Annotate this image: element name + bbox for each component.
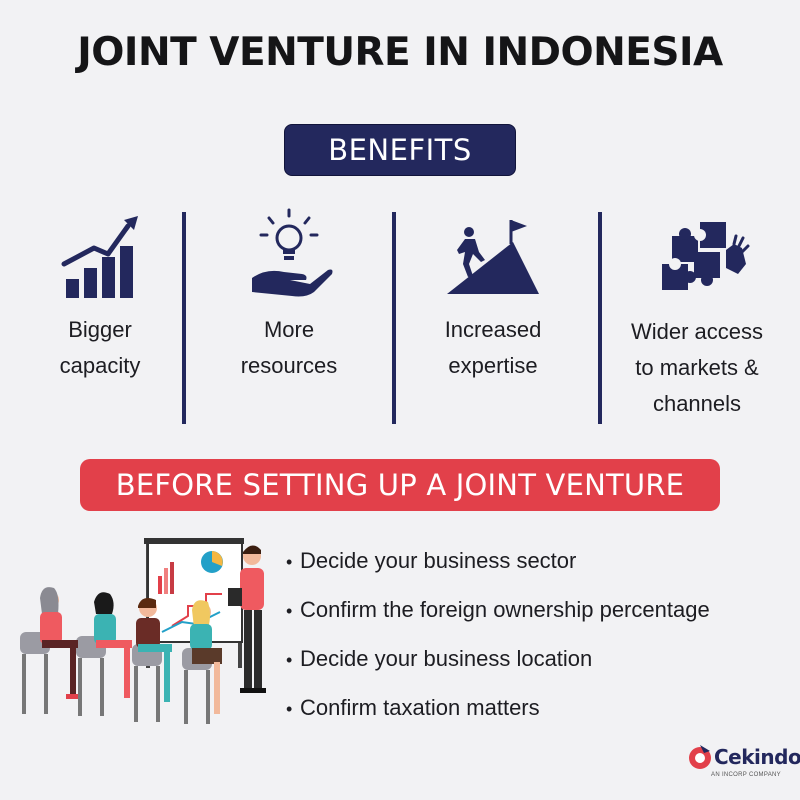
puzzle-pieces-icon	[662, 222, 750, 290]
checklist-item: • Decide your business location	[286, 635, 710, 684]
benefit-increased-expertise: Increased expertise	[413, 208, 573, 423]
benefit-label-line: capacity	[59, 353, 141, 378]
checklist-item-text: Confirm the foreign ownership percentage	[300, 597, 710, 622]
benefit-label-line: channels	[652, 391, 742, 416]
checklist-item: • Confirm taxation matters	[286, 684, 710, 733]
benefit-label-line: to markets &	[635, 355, 759, 380]
benefits-heading: BENEFITS	[284, 124, 516, 176]
checklist: • Decide your business sector • Confirm th…	[286, 537, 710, 733]
benefit-more-resources: More resources	[209, 208, 369, 423]
lightbulb-hand-icon	[252, 208, 333, 297]
benefit-label-line: More	[263, 317, 315, 342]
checklist-item: • Decide your business sector	[286, 537, 710, 586]
logo-mark-icon	[689, 745, 711, 769]
column-divider	[598, 212, 602, 424]
business-presentation-illustration	[12, 536, 282, 741]
checklist-item-text: Decide your business sector	[300, 548, 577, 573]
benefit-label-line: Wider access	[630, 319, 764, 344]
bullet: •	[286, 650, 293, 670]
checklist-item-text: Decide your business location	[300, 646, 593, 671]
benefit-label-line: expertise	[448, 353, 538, 378]
page-title: JOINT VENTURE IN INDONESIA	[77, 30, 723, 75]
checklist-item: • Confirm the foreign ownership percentag…	[286, 586, 710, 635]
benefit-bigger-capacity: Bigger capacity	[20, 208, 180, 423]
benefit-label-line: Increased	[444, 317, 542, 342]
mountain-climber-icon	[447, 220, 539, 294]
logo-tagline: AN INCORP COMPANY	[711, 772, 781, 778]
cekindo-logo: Cekindo AN INCORP COMPANY	[688, 743, 800, 791]
column-divider	[182, 212, 186, 424]
benefit-label-line: Bigger	[68, 317, 132, 342]
benefit-wider-access: Wider access to markets & channels	[617, 208, 777, 423]
bullet: •	[286, 601, 293, 621]
logo-wordmark: Cekindo	[714, 745, 800, 769]
before-setup-heading: BEFORE SETTING UP A JOINT VENTURE	[80, 459, 720, 511]
benefit-label-line: resources	[240, 353, 338, 378]
bullet: •	[286, 552, 293, 572]
column-divider	[392, 212, 396, 424]
bullet: •	[286, 699, 293, 719]
checklist-item-text: Confirm taxation matters	[300, 695, 540, 720]
growth-chart-icon	[61, 216, 138, 298]
